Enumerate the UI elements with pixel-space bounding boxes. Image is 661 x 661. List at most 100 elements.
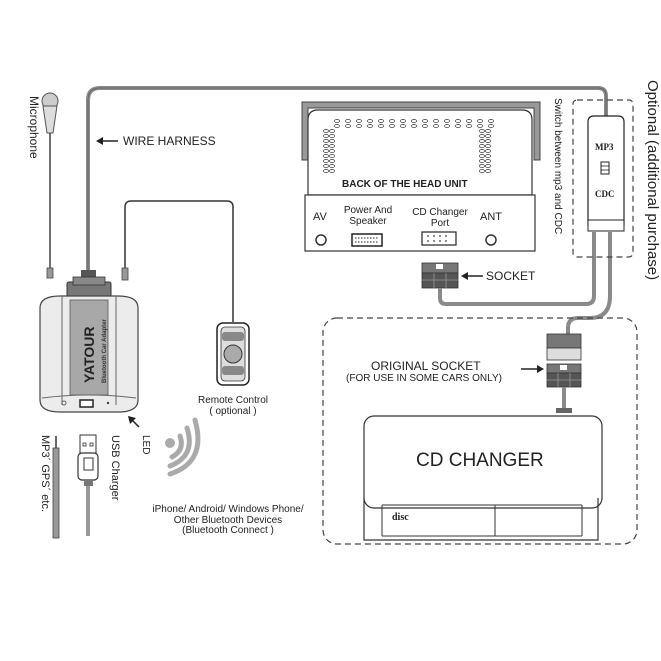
- vent-hole: [356, 124, 362, 128]
- vent-hole: [323, 129, 329, 133]
- aux-jack-icon: [52, 436, 60, 539]
- head-unit: [301, 101, 541, 252]
- vent-hole: [488, 124, 494, 128]
- vent-hole: [444, 124, 450, 128]
- vent-hole: [356, 119, 362, 123]
- bluetooth-devices-label: iPhone/ Android/ Windows Phone/ Other Bl…: [128, 504, 328, 537]
- vent-hole: [334, 119, 340, 123]
- vent-hole: [485, 159, 491, 163]
- vent-hole: [479, 164, 485, 168]
- led-label: LED: [140, 435, 151, 455]
- vent-hole: [329, 169, 335, 173]
- vent-hole: [400, 124, 406, 128]
- vent-hole: [389, 124, 395, 128]
- remote-control-icon: [216, 322, 250, 386]
- vent-hole: [323, 164, 329, 168]
- vent-hole: [485, 164, 491, 168]
- vent-hole: [485, 154, 491, 158]
- vent-hole: [329, 144, 335, 148]
- switch-cdc-label: CDC: [595, 189, 615, 199]
- vent-hole: [329, 134, 335, 138]
- vent-hole: [400, 119, 406, 123]
- vent-hole: [329, 159, 335, 163]
- socket-connector: [421, 262, 459, 289]
- vent-hole: [334, 124, 340, 128]
- vent-hole: [479, 169, 485, 173]
- head-unit-title: BACK OF THE HEAD UNIT: [342, 179, 468, 190]
- vent-hole: [323, 169, 329, 173]
- vent-hole: [389, 119, 395, 123]
- bt-line3: (Bluetooth Connect ): [182, 525, 274, 536]
- vent-hole: [422, 119, 428, 123]
- vent-hole: [479, 159, 485, 163]
- vent-hole: [323, 154, 329, 158]
- microphone-icon: [41, 92, 59, 279]
- vent-hole: [411, 119, 417, 123]
- vent-hole: [323, 144, 329, 148]
- vent-hole: [433, 124, 439, 128]
- cd-changer-port: [421, 231, 457, 246]
- vent-hole: [323, 134, 329, 138]
- power-speaker-label: Power And Speaker: [340, 205, 396, 227]
- original-socket-note: (FOR USE IN SOME CARS ONLY): [346, 373, 502, 384]
- cd-changer-unit: [363, 415, 603, 541]
- vent-holes: [323, 119, 494, 173]
- usb-port: [79, 399, 94, 408]
- disc-logo: disc: [392, 512, 409, 523]
- led-indicator: [106, 401, 110, 405]
- vent-hole: [479, 129, 485, 133]
- vent-hole: [455, 124, 461, 128]
- vent-hole: [477, 124, 483, 128]
- db-connector: [66, 270, 112, 299]
- vent-hole: [455, 119, 461, 123]
- cd-changer-label: CD CHANGER: [416, 450, 544, 471]
- ant-jack: [485, 234, 497, 246]
- mp3-cdc-switch: [587, 115, 625, 232]
- original-socket: [546, 333, 582, 413]
- cd-port-label: CD Changer Port: [408, 207, 472, 229]
- vent-hole: [479, 144, 485, 148]
- vent-hole: [479, 154, 485, 158]
- microphone-label: Microphone: [27, 96, 41, 159]
- vent-hole: [323, 149, 329, 153]
- remote-line2: ( optional ): [209, 405, 257, 417]
- vent-hole: [378, 124, 384, 128]
- vent-hole: [323, 139, 329, 143]
- vent-hole: [345, 119, 351, 123]
- power-speaker-line1: Power And: [343, 205, 393, 216]
- vent-hole: [485, 139, 491, 143]
- bt-line1: iPhone/ Android/ Windows Phone/: [152, 504, 304, 515]
- remote-control-label: Remote Control ( optional ): [185, 395, 281, 417]
- power-speaker-line2: Speaker: [349, 215, 387, 227]
- cd-changer-region: [322, 317, 638, 545]
- switch-mp3-label: MP3: [595, 142, 614, 152]
- vent-hole: [466, 124, 472, 128]
- optional-box: [572, 99, 634, 258]
- power-speaker-port: [351, 233, 383, 247]
- remote-line1: Remote Control: [197, 395, 269, 406]
- vent-hole: [466, 119, 472, 123]
- vent-hole: [444, 119, 450, 123]
- vent-hole: [345, 124, 351, 128]
- bluetooth-adapter: [39, 295, 139, 413]
- vent-hole: [479, 134, 485, 138]
- vent-hole: [329, 164, 335, 168]
- vent-hole: [488, 119, 494, 123]
- vent-hole: [479, 139, 485, 143]
- vent-hole: [485, 149, 491, 153]
- av-jack: [315, 234, 327, 246]
- vent-hole: [477, 119, 483, 123]
- vent-hole: [485, 144, 491, 148]
- vent-hole: [485, 169, 491, 173]
- aux-devices-label: MP3´ GPS´ etc.: [39, 435, 51, 513]
- ant-label: ANT: [480, 211, 502, 223]
- brand-subtitle: Bluetooth Car Adapter: [102, 319, 108, 383]
- av-label: AV: [313, 211, 327, 223]
- usb-charger-label: USB Charger: [109, 435, 121, 501]
- cd-port-line2: Port: [430, 217, 450, 229]
- vent-hole: [329, 129, 335, 133]
- vent-hole: [329, 139, 335, 143]
- vent-hole: [367, 119, 373, 123]
- vent-hole: [323, 159, 329, 163]
